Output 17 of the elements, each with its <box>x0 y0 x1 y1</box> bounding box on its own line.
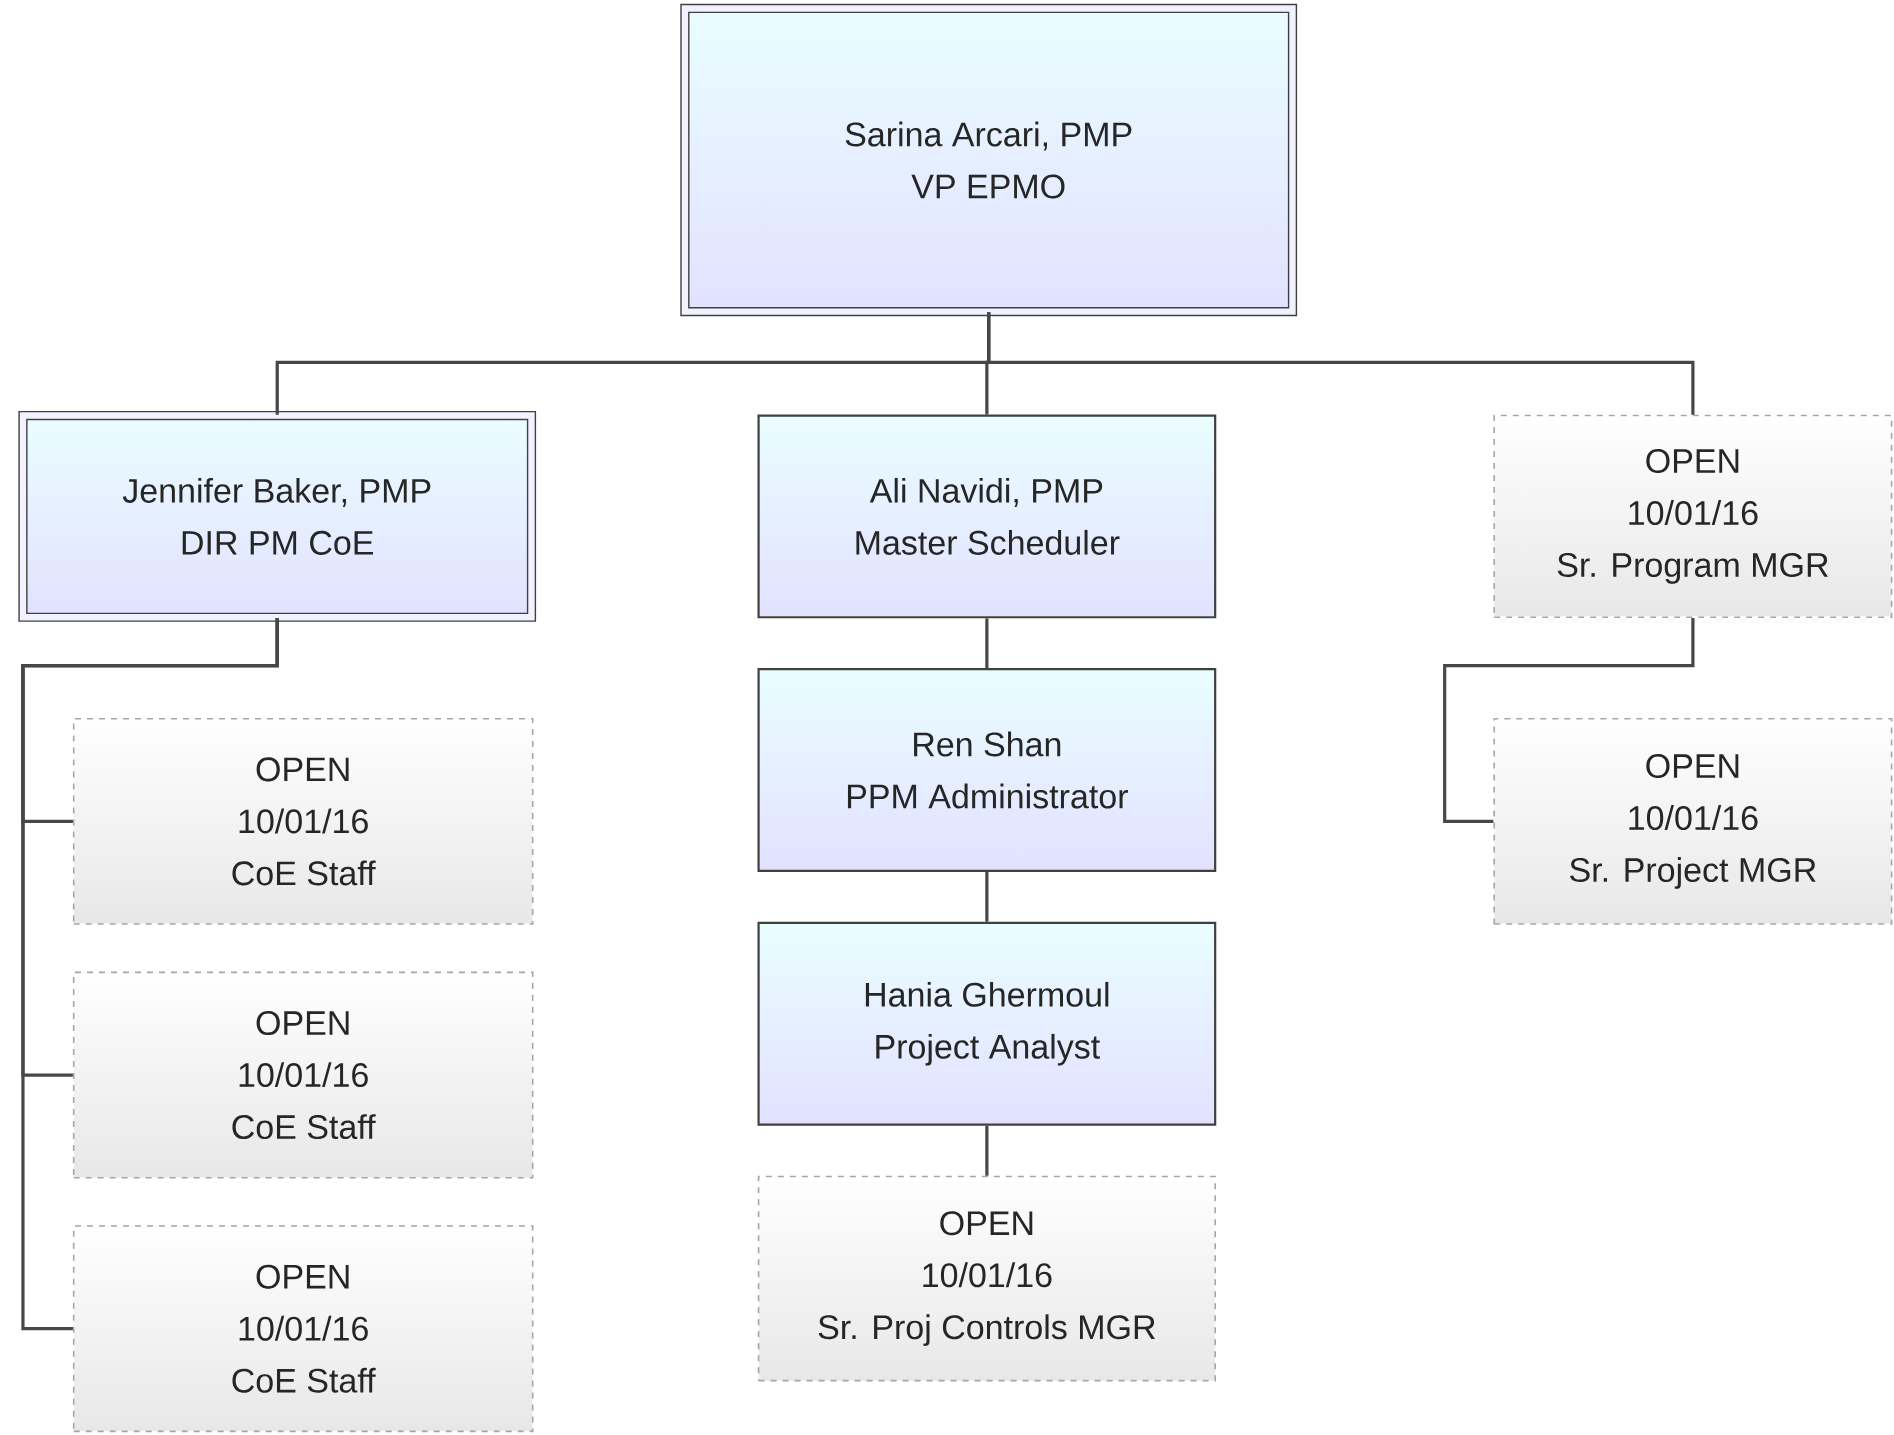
connector-line <box>985 1125 989 1176</box>
open-position-box: OPEN 10/01/16 Sr. Project MGR <box>1493 717 1893 925</box>
position-box: Hania Ghermoul Project Analyst <box>757 921 1217 1126</box>
connector-line <box>985 872 989 922</box>
open-position-box: OPEN 10/01/16 CoE Staff <box>72 717 534 925</box>
connector-line <box>21 617 279 1331</box>
position-box: Ali Navidi, PMP Master Scheduler <box>757 414 1217 619</box>
open-position-box: OPEN 10/01/16 CoE Staff <box>72 971 534 1179</box>
connector-line <box>985 618 989 669</box>
open-position-box: OPEN 10/01/16 Sr. Program MGR <box>1493 414 1893 619</box>
open-position-box: OPEN 10/01/16 CoE Staff <box>72 1225 534 1433</box>
connector-line <box>987 312 1695 415</box>
position-box: Sarina Arcari, PMP VP EPMO <box>680 3 1298 317</box>
position-box: Jennifer Baker, PMP DIR PM CoE <box>18 410 537 622</box>
connector-line <box>1443 618 1695 823</box>
open-position-box: OPEN 10/01/16 Sr. Proj Controls MGR <box>757 1175 1216 1382</box>
position-box: Ren Shan PPM Administrator <box>757 668 1217 872</box>
